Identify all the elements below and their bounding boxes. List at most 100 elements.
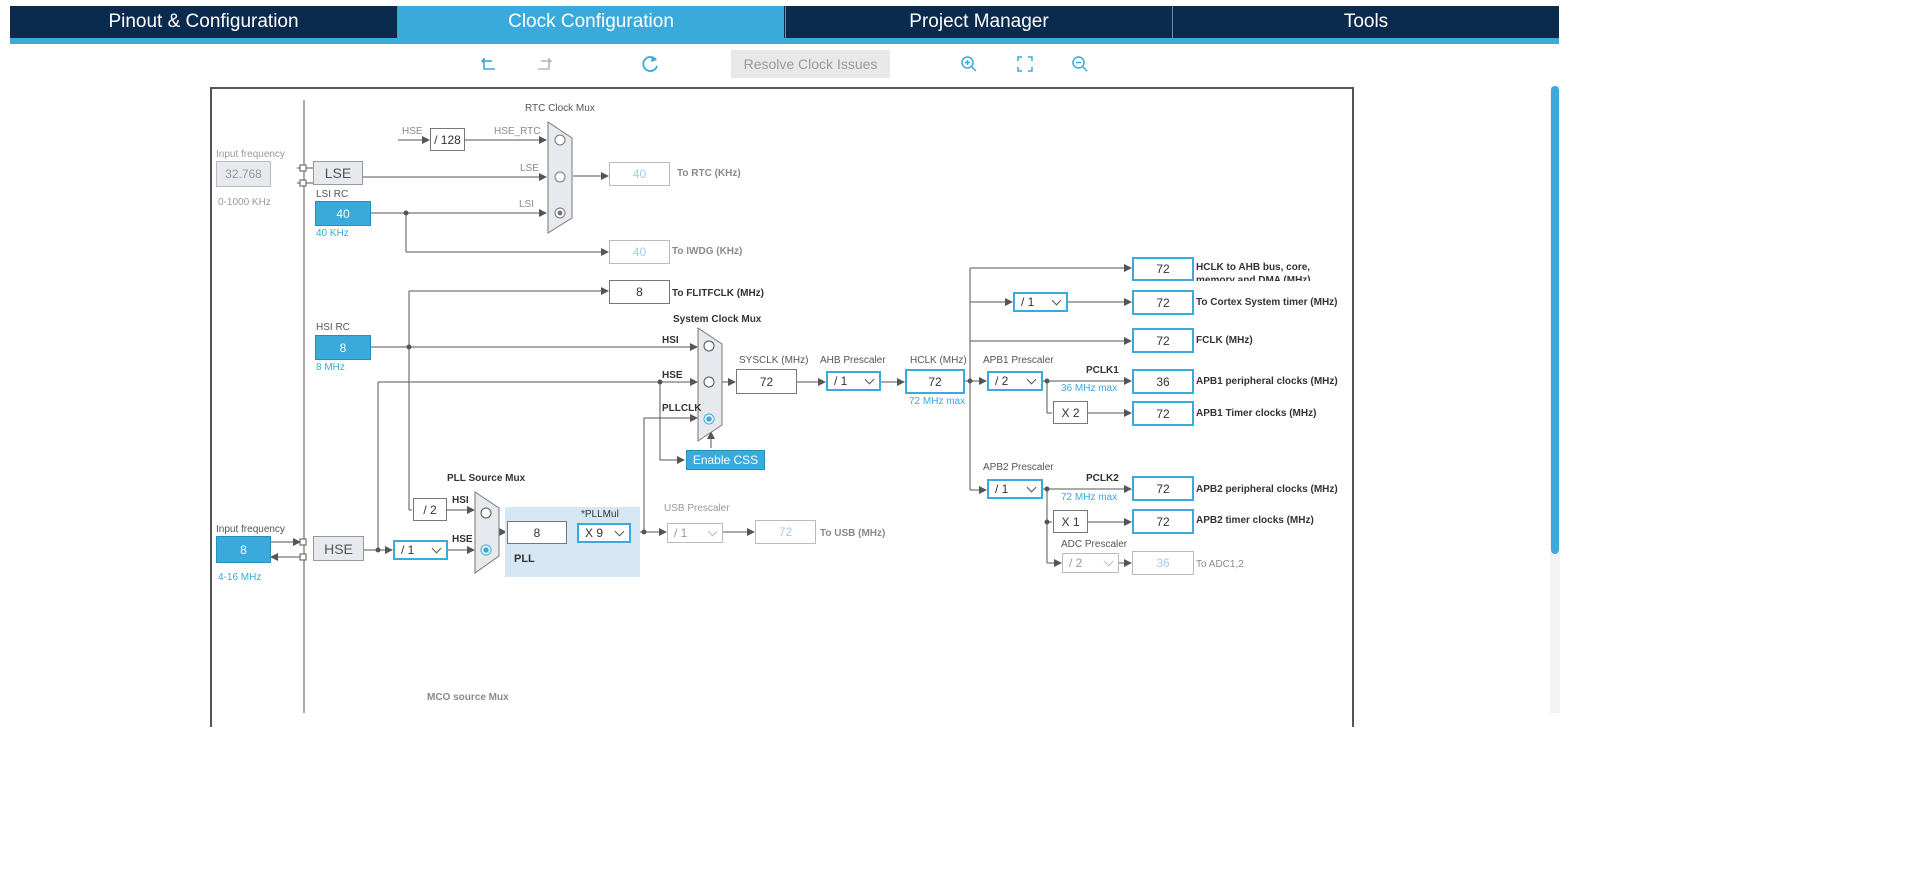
pclk1-label: PCLK1 xyxy=(1086,365,1119,376)
fit-screen-icon[interactable] xyxy=(1014,53,1036,75)
to-adc-output: 36 xyxy=(1132,551,1194,575)
lse-input-frequency[interactable]: 32.768 xyxy=(216,161,271,187)
hse-oscillator: HSE xyxy=(313,536,364,561)
rtc-hse-rtc-label: HSE_RTC xyxy=(494,126,541,137)
cortex-timer-output[interactable]: 72 xyxy=(1132,290,1194,315)
sys-hse-label: HSE xyxy=(662,370,683,381)
cortex-divider-value: / 1 xyxy=(1021,295,1035,309)
cortex-timer-divider-select[interactable]: / 1 xyxy=(1013,292,1068,312)
zoom-in-icon[interactable] xyxy=(958,53,980,75)
sysclk-label: SYSCLK (MHz) xyxy=(739,355,808,366)
hsi-rc-label: HSI RC xyxy=(316,322,350,333)
apb2-prescaler-select[interactable]: / 1 xyxy=(987,479,1043,499)
pllmul-label: *PLLMul xyxy=(581,509,619,520)
sys-mux-radio-hse[interactable] xyxy=(703,376,715,388)
apb1-periph-label: APB1 peripheral clocks (MHz) xyxy=(1196,376,1338,387)
rtc-mux-radio-hse[interactable] xyxy=(554,134,566,146)
resolve-clock-issues-button[interactable]: Resolve Clock Issues xyxy=(731,50,890,78)
rtc-mux-radio-lse[interactable] xyxy=(554,171,566,183)
pll-label: PLL xyxy=(514,553,535,565)
tab-divider xyxy=(1172,6,1173,38)
sysclk-value: 72 xyxy=(736,369,797,394)
clock-tree-canvas xyxy=(210,87,1354,727)
apb2-timer-label: APB2 timer clocks (MHz) xyxy=(1196,515,1314,526)
apb1-prescaler-label: APB1 Prescaler xyxy=(983,355,1054,366)
hse-input-range: 4-16 MHz xyxy=(218,572,261,583)
lsi-rc-unit: 40 KHz xyxy=(316,228,349,239)
hse-divider-select[interactable]: / 1 xyxy=(393,540,448,560)
apb1-prescaler-select[interactable]: / 2 xyxy=(987,371,1043,391)
hclk-max: 72 MHz max xyxy=(909,396,965,407)
apb2-prescaler-label: APB2 Prescaler xyxy=(983,462,1054,473)
to-rtc-label: To RTC (KHz) xyxy=(677,168,741,179)
hsi-rc-unit: 8 MHz xyxy=(316,362,345,373)
rtc-mux-title: RTC Clock Mux xyxy=(525,103,595,114)
apb2-periph-label: APB2 peripheral clocks (MHz) xyxy=(1196,484,1338,495)
hclk-ahb-label-2: memory and DMA (MHz) xyxy=(1196,275,1311,286)
pll-source-mux-title: PLL Source Mux xyxy=(447,473,526,484)
to-usb-value: 72 xyxy=(755,520,816,544)
fclk-label: FCLK (MHz) xyxy=(1196,335,1253,346)
zoom-out-icon[interactable] xyxy=(1069,53,1091,75)
system-mux-title: System Clock Mux xyxy=(673,314,762,325)
pllmul-select[interactable]: X 9 xyxy=(577,523,631,543)
sys-pllclk-label: PLLCLK xyxy=(662,403,702,414)
ahb-prescaler-value: / 1 xyxy=(834,374,848,388)
lse-oscillator: LSE xyxy=(313,161,363,185)
tab-divider xyxy=(397,6,398,38)
tab-project-manager[interactable]: Project Manager xyxy=(909,11,1049,32)
tab-tools[interactable]: Tools xyxy=(1343,11,1389,32)
chevron-down-icon xyxy=(1026,482,1037,492)
pll-source-mux xyxy=(474,491,500,574)
sys-mux-radio-hsi[interactable] xyxy=(703,340,715,352)
to-iwdg-label: To IWDG (KHz) xyxy=(672,246,742,257)
rtc-lse-label: LSE xyxy=(520,163,539,174)
mco-source-mux-title: MCO source Mux xyxy=(427,692,509,703)
usb-prescaler-select[interactable]: / 1 xyxy=(667,523,723,543)
apb2-periph-output[interactable]: 72 xyxy=(1132,476,1194,501)
usb-prescaler-value: / 1 xyxy=(674,526,688,540)
redo-icon[interactable] xyxy=(533,53,555,75)
chevron-down-icon xyxy=(614,526,625,536)
hse-input-frequency[interactable]: 8 xyxy=(216,536,271,563)
cortex-timer-label: To Cortex System timer (MHz) xyxy=(1196,297,1338,308)
hse-divider-value: / 1 xyxy=(401,543,415,557)
sys-hsi-label: HSI xyxy=(662,335,679,346)
chevron-down-icon xyxy=(431,543,442,553)
pll-src-hsi-label: HSI xyxy=(452,495,469,506)
hclk-value-input[interactable]: 72 xyxy=(905,369,965,394)
hclk-label: HCLK (MHz) xyxy=(910,355,967,366)
adc-prescaler-select[interactable]: / 2 xyxy=(1062,553,1119,573)
lse-input-range: 0-1000 KHz xyxy=(218,197,271,208)
tab-clock-configuration[interactable]: Clock Configuration xyxy=(398,6,784,38)
tab-divider xyxy=(785,6,786,38)
to-iwdg-value: 40 xyxy=(609,240,670,264)
chevron-down-icon xyxy=(1103,556,1114,566)
rtc-hse-label: HSE xyxy=(402,126,423,137)
apb1-timer-output[interactable]: 72 xyxy=(1132,401,1194,426)
tab-pinout-configuration[interactable]: Pinout & Configuration xyxy=(108,11,299,32)
ahb-prescaler-select[interactable]: / 1 xyxy=(826,371,881,391)
rtc-div128: / 128 xyxy=(430,128,465,151)
apb2-prescaler-value: / 1 xyxy=(995,482,1009,496)
pclk2-label: PCLK2 xyxy=(1086,473,1119,484)
apb2-timer-multiplier: X 1 xyxy=(1053,510,1088,533)
refresh-icon[interactable] xyxy=(640,53,662,75)
hclk-ahb-output[interactable]: 72 xyxy=(1132,257,1194,281)
lsi-rc-label: LSI RC xyxy=(316,189,348,200)
apb1-prescaler-value: / 2 xyxy=(995,374,1009,388)
apb1-periph-output[interactable]: 36 xyxy=(1132,369,1194,394)
apb1-max: 36 MHz max xyxy=(1061,383,1117,394)
hse-input-label: Input frequency xyxy=(216,524,285,535)
pll-src-radio-hsi[interactable] xyxy=(480,507,492,519)
adc-prescaler-value: / 2 xyxy=(1069,556,1083,570)
apb2-timer-output[interactable]: 72 xyxy=(1132,509,1194,534)
undo-icon[interactable] xyxy=(478,53,500,75)
chevron-down-icon xyxy=(1026,374,1037,384)
fclk-output[interactable]: 72 xyxy=(1132,328,1194,353)
vertical-scrollbar-thumb[interactable] xyxy=(1551,86,1559,554)
to-flitfclk-value: 8 xyxy=(609,280,670,304)
to-usb-label: To USB (MHz) xyxy=(820,528,885,539)
enable-css-button[interactable]: Enable CSS xyxy=(686,450,765,470)
tab-underline xyxy=(10,38,1559,44)
